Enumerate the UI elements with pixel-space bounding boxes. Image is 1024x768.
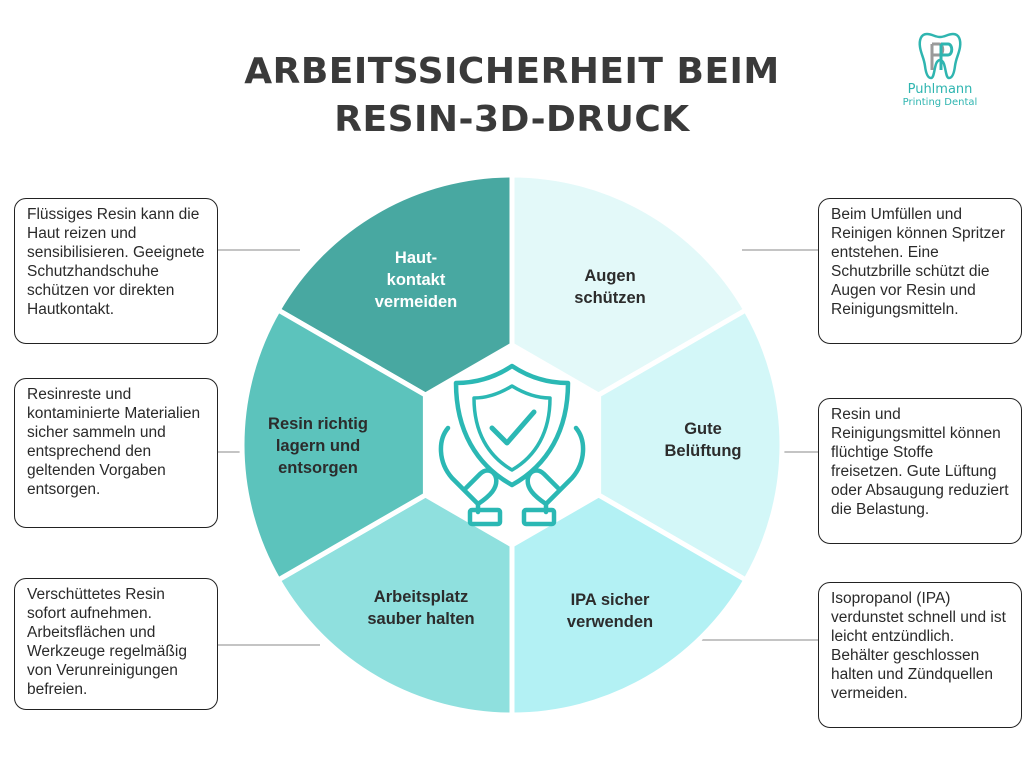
segment-label-ipa: IPA sicher verwenden: [545, 589, 675, 633]
segment-label-line: kontakt: [386, 271, 446, 289]
segment-label-line: Belüftung: [664, 442, 742, 460]
callout-resin-entsorgen: Resinreste und kontaminierte Materialien…: [14, 378, 218, 528]
title-line-2: RESIN-3D-DRUCK: [334, 99, 690, 140]
segment-augen: [509, 172, 749, 398]
page-title: ARBEITSSICHERHEIT BEIM RESIN-3D-DRUCK: [0, 48, 1024, 144]
title-line-1: ARBEITSSICHERHEIT BEIM: [244, 51, 780, 92]
segment-label-arbeitsplatz: Arbeitsplatz sauber halten: [356, 586, 486, 630]
segment-label-line: entsorgen: [278, 459, 358, 477]
segment-label-line: lagern und: [275, 437, 361, 455]
segment-label-line: sauber halten: [367, 610, 475, 628]
segment-ipa: [509, 492, 749, 718]
segment-label-line: schützen: [574, 289, 646, 307]
segment-label-line: Resin richtig: [268, 415, 368, 433]
segment-label-augen: Augen schützen: [545, 265, 675, 309]
segment-label-line: Gute: [684, 420, 722, 438]
segment-label-line: Haut-: [394, 249, 438, 267]
brand-logo: Puhlmann Printing Dental: [900, 30, 980, 120]
callout-belueftung: Resin und Reinigungsmittel können flücht…: [818, 398, 1022, 544]
segment-hautkontakt: [275, 172, 515, 398]
segment-label-line: Augen: [584, 267, 636, 285]
callout-hautkontakt: Flüssiges Resin kann die Haut reizen und…: [14, 198, 218, 344]
logo-subtitle: Printing Dental: [902, 97, 978, 108]
segment-label-line: Arbeitsplatz: [373, 588, 469, 606]
segment-arbeitsplatz: [275, 492, 515, 718]
segment-label-hautkontakt: Haut-kontakt vermeiden: [351, 247, 481, 313]
connector-lines: [218, 249, 818, 646]
segment-belueftung: [596, 307, 785, 583]
callout-augen: Beim Umfüllen und Reinigen können Spritz…: [818, 198, 1022, 344]
segment-label-line: vermeiden: [374, 293, 458, 311]
wheel-segments: [239, 172, 785, 718]
segment-resin-entsorgen: [239, 307, 428, 583]
segment-label-line: verwenden: [566, 613, 654, 631]
tooth-icon: [918, 32, 962, 80]
segment-label-line: IPA sicher: [570, 591, 650, 609]
logo-name: Puhlmann: [907, 82, 973, 97]
callout-ipa: Isopropanol (IPA) verdunstet schnell und…: [818, 582, 1022, 728]
segment-label-resin-entsorgen: Resin richtig lagern und entsorgen: [253, 413, 383, 479]
shield-check-hands-icon: [438, 363, 586, 527]
callout-arbeitsplatz: Verschüttetes Resin sofort aufnehmen. Ar…: [14, 578, 218, 710]
